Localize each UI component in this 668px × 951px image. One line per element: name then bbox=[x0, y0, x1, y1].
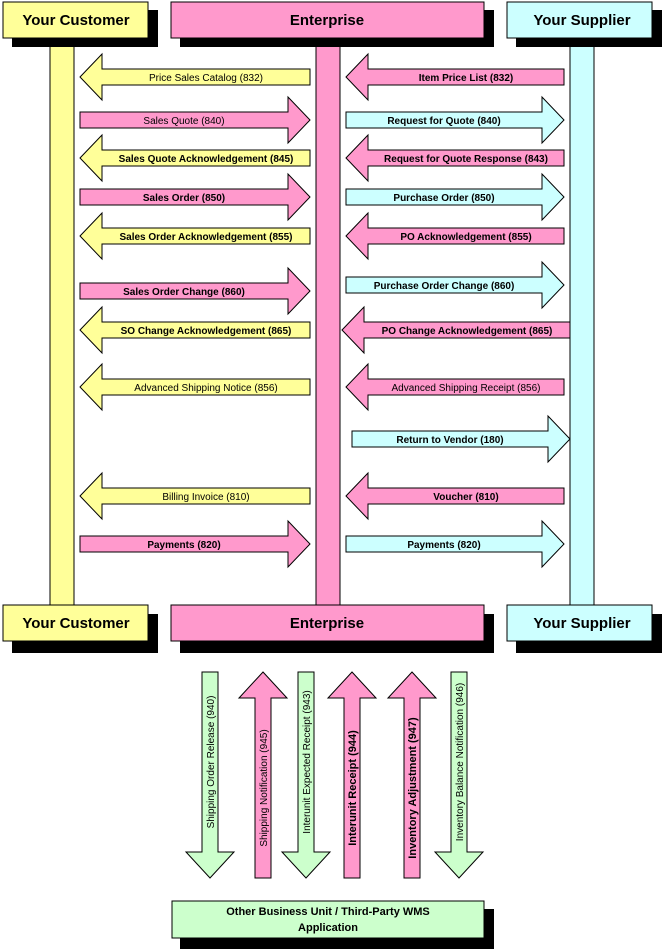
customer-msg-so-change-acknowledgement-865-label: SO Change Acknowledgement (865) bbox=[121, 326, 292, 337]
top-party-boxes: Your Customer Enterprise Your Supplier bbox=[2, 1, 662, 47]
supplier-msg-voucher-810-label: Voucher (810) bbox=[433, 492, 498, 503]
wms-msg-inventory-adjustment-947-arrow bbox=[386, 671, 438, 879]
customer-msg-so-change-acknowledgement-865-arrow bbox=[79, 305, 311, 355]
enterprise-title-top: Enterprise bbox=[290, 12, 364, 29]
customer-msg-sales-order-850-label: Sales Order (850) bbox=[143, 193, 225, 204]
customer-msg-billing-invoice-810-arrow bbox=[79, 471, 311, 521]
wms-message-arrows: Shipping Order Release (940) Shipping Not… bbox=[184, 671, 485, 879]
customer-msg-payments-820-label: Payments (820) bbox=[147, 540, 220, 551]
supplier-msg-po-change-acknowledgement-865-arrow bbox=[341, 305, 571, 355]
customer-lifeline bbox=[49, 37, 75, 609]
supplier-msg-purchase-order-change-860-label: Purchase Order Change (860) bbox=[374, 281, 515, 292]
wms-msg-interunit-expected-receipt-943-arrow bbox=[280, 671, 332, 879]
customer-msg-sales-order-change-860-label: Sales Order Change (860) bbox=[123, 287, 245, 298]
wms-msg-interunit-receipt-944-label: Interunit Receipt (944) bbox=[347, 730, 359, 846]
wms-title-line1: Other Business Unit / Third-Party WMS bbox=[226, 906, 430, 918]
supplier-box-top: Your Supplier bbox=[506, 1, 662, 47]
customer-title-bottom: Your Customer bbox=[22, 615, 129, 632]
customer-box-bottom: Your Customer bbox=[2, 604, 158, 653]
supplier-box-bottom: Your Supplier bbox=[506, 604, 662, 653]
supplier-msg-return-to-vendor-180-arrow bbox=[351, 414, 571, 464]
customer-msg-sales-order-change-860-arrow bbox=[79, 266, 311, 316]
customer-title-top: Your Customer bbox=[22, 12, 129, 29]
supplier-msg-request-for-quote-840-label: Request for Quote (840) bbox=[387, 116, 500, 127]
customer-msg-price-sales-catalog-832-arrow bbox=[79, 52, 311, 102]
customer-msg-payments-820-arrow bbox=[79, 519, 311, 569]
supplier-msg-request-for-quote-840-arrow bbox=[345, 95, 565, 145]
supplier-msg-purchase-order-850-label: Purchase Order (850) bbox=[393, 193, 494, 204]
supplier-message-arrows: Item Price List (832) Request for Quote (… bbox=[341, 52, 571, 569]
customer-msg-sales-quote-840-arrow bbox=[79, 95, 311, 145]
bottom-party-boxes: Your Customer Enterprise Your Supplier bbox=[2, 604, 662, 653]
supplier-msg-payments-820-label: Payments (820) bbox=[407, 540, 480, 551]
supplier-msg-advanced-shipping-receipt-856-arrow bbox=[345, 362, 565, 412]
supplier-msg-voucher-810-arrow bbox=[345, 471, 565, 521]
enterprise-title-bottom: Enterprise bbox=[290, 615, 364, 632]
wms-title-line2: Application bbox=[298, 922, 358, 934]
customer-msg-sales-order-850-arrow bbox=[79, 172, 311, 222]
supplier-msg-po-change-acknowledgement-865-label: PO Change Acknowledgement (865) bbox=[382, 326, 553, 337]
wms-msg-interunit-expected-receipt-943-label: Interunit Expected Receipt (943) bbox=[302, 690, 313, 833]
supplier-msg-po-acknowledgement-855-label: PO Acknowledgement (855) bbox=[400, 232, 531, 243]
customer-msg-price-sales-catalog-832-label: Price Sales Catalog (832) bbox=[149, 73, 263, 84]
supplier-msg-payments-820-arrow bbox=[345, 519, 565, 569]
wms-msg-shipping-order-release-940-arrow bbox=[184, 671, 236, 879]
supplier-title-top: Your Supplier bbox=[533, 12, 630, 29]
wms-msg-inventory-adjustment-947-label: Inventory Adjustment (947) bbox=[407, 717, 419, 859]
supplier-title-bottom: Your Supplier bbox=[533, 615, 630, 632]
customer-msg-sales-quote-840-label: Sales Quote (840) bbox=[143, 116, 224, 127]
enterprise-box-bottom: Enterprise bbox=[170, 604, 494, 653]
customer-message-arrows: Price Sales Catalog (832) Sales Quote (84… bbox=[79, 52, 311, 569]
customer-msg-sales-quote-acknowledgement-845-arrow bbox=[79, 133, 311, 183]
wms-msg-shipping-notification-945-arrow bbox=[237, 671, 289, 879]
supplier-msg-purchase-order-change-860-arrow bbox=[345, 260, 565, 310]
wms-msg-interunit-receipt-944-arrow bbox=[326, 671, 378, 879]
supplier-msg-purchase-order-850-arrow bbox=[345, 172, 565, 222]
customer-msg-sales-order-acknowledgement-855-label: Sales Order Acknowledgement (855) bbox=[119, 232, 292, 243]
customer-msg-billing-invoice-810-label: Billing Invoice (810) bbox=[162, 492, 249, 503]
customer-msg-sales-quote-acknowledgement-845-label: Sales Quote Acknowledgement (845) bbox=[119, 154, 294, 165]
supplier-msg-item-price-list-832-arrow bbox=[345, 52, 565, 102]
supplier-lifeline bbox=[569, 37, 595, 609]
wms-msg-shipping-order-release-940-label: Shipping Order Release (940) bbox=[206, 696, 217, 829]
supplier-msg-item-price-list-832-label: Item Price List (832) bbox=[419, 73, 513, 84]
enterprise-box-top: Enterprise bbox=[170, 1, 494, 47]
supplier-msg-po-acknowledgement-855-arrow bbox=[345, 211, 565, 261]
wms-msg-inventory-balance-notification-946-label: Inventory Balance Notification (946) bbox=[455, 683, 466, 841]
customer-msg-advanced-shipping-notice-856-label: Advanced Shipping Notice (856) bbox=[134, 383, 277, 394]
wms-msg-shipping-notification-945-label: Shipping Notification (945) bbox=[259, 729, 270, 846]
customer-msg-sales-order-acknowledgement-855-arrow bbox=[79, 211, 311, 261]
enterprise-lifeline bbox=[315, 37, 341, 609]
customer-box-top: Your Customer bbox=[2, 1, 158, 47]
customer-msg-advanced-shipping-notice-856-arrow bbox=[79, 362, 311, 412]
supplier-msg-request-for-quote-response-843-label: Request for Quote Response (843) bbox=[384, 154, 548, 165]
wms-msg-inventory-balance-notification-946-arrow bbox=[433, 671, 485, 879]
supplier-msg-request-for-quote-response-843-arrow bbox=[345, 133, 565, 183]
supplier-msg-advanced-shipping-receipt-856-label: Advanced Shipping Receipt (856) bbox=[392, 383, 541, 394]
supplier-msg-return-to-vendor-180-label: Return to Vendor (180) bbox=[396, 435, 503, 446]
wms-box: Other Business Unit / Third-Party WMS Ap… bbox=[171, 900, 494, 949]
